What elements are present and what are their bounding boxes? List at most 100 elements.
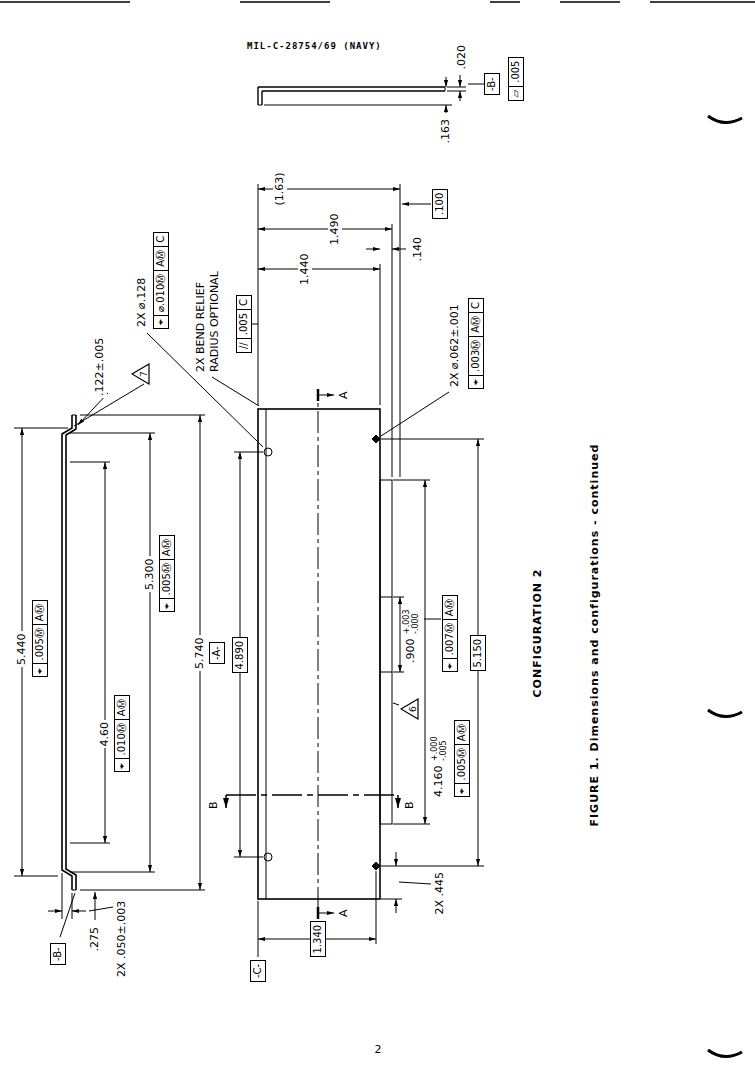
drawing-line [650,1,755,3]
frame-cell: 4.890 [233,638,247,673]
drawing-line [560,1,620,3]
feature-control-frame: ▱.005 [508,57,524,102]
drawing-line [490,1,520,3]
frame-cell: ⌖ [455,785,469,797]
part-outline [380,480,392,824]
drawing-line [392,249,406,250]
drawing-path [708,116,742,123]
drawing-line [366,249,380,250]
frame-cell: AⓂ [160,536,174,560]
frame-cell: ▱ [509,87,523,101]
drawing-line [234,857,263,858]
dimension-value: 2X .050±.003 [115,899,129,979]
dimension-value: .275 [88,925,102,954]
drawing-line [80,890,205,891]
drawing-line [318,913,334,914]
drawing-line [396,852,397,866]
drawing-line [72,890,76,891]
drawing-path [708,710,742,717]
drawing-line [212,377,259,406]
page-number: 2 [373,1043,384,1057]
hole-symbol [264,448,272,456]
section-letter: A [337,907,351,919]
frame-cell: .007Ⓜ [443,620,457,659]
figure-caption: FIGURE 1. Dimensions and configurations … [588,442,602,829]
spec-header: MIL-C-28754/69 (NAVY) [245,39,384,53]
drawing-line [72,415,76,416]
note-text: 2X BEND RELIEF RADIUS OPTIONAL [194,245,222,374]
drawing-line [318,395,334,396]
dimension-value: 1.490 [328,212,342,248]
drawing-line [258,901,259,957]
part-outline [258,409,380,899]
frame-cell: ⌀.010Ⓜ [154,271,168,316]
drawing-line [150,433,151,872]
frame-cell: 1.340 [311,922,325,957]
drawing-line [381,899,402,900]
drawing-line [266,409,267,899]
drawing-line [468,84,484,85]
frame-cell: AⓂ [33,601,47,625]
frame-cell: ⌖ [469,376,483,388]
drawing-line [399,882,431,884]
frame-cell: 5.150 [471,636,485,671]
drawing-line [460,75,461,87]
drawing-line [376,871,377,944]
tolerance: +.000 -.005 [430,730,448,762]
drawing-line [258,229,392,230]
section-letter: B [207,799,221,811]
frame-cell: ⌖ [115,760,129,772]
frame-cell: .005Ⓜ [33,625,47,664]
part-profile [62,415,72,890]
drawing-line [397,795,399,808]
frame-cell: .005Ⓜ [455,745,469,784]
frame-cell: C [154,233,168,247]
drawing-line [380,597,392,598]
drawing-g [0,2,755,1057]
drawing-line [393,703,399,705]
feature-control-frame: ⌖.007ⓂAⓂ [442,595,458,672]
frame-cell: .100 [433,190,447,218]
drawing-line [60,893,75,937]
drawing-line [262,90,445,91]
drawing-line [258,105,262,106]
drawing-path [372,435,380,443]
feature-control-frame: //.005C [236,295,252,353]
drawing-line [264,105,452,106]
tolerance: +.003 -.000 [402,603,420,635]
feature-control-frame: ⌖.005ⓂAⓂ [32,600,48,677]
dimension-value: 5.740 [193,636,207,672]
drawing-line [381,439,484,440]
datum-box: -A- [209,642,225,664]
drawing-line [257,87,258,105]
drawing-line [89,907,113,911]
dimension-value: 5.440 [15,632,29,668]
frame-cell: AⓂ [443,596,457,620]
drawing-line [400,597,401,672]
drawing-line [258,184,259,405]
drawing-line [14,876,58,877]
drawing-g [14,75,484,957]
hole-symbol [264,853,272,861]
basic-dimension-box: 5.150 [470,635,486,672]
drawing-line [446,77,447,87]
hole-callout: 2X ⌀.062±.001 [448,302,462,389]
flag-outline [401,699,418,719]
feature-control-frame: ⌖.003ⓂAⓂC [468,298,484,389]
drawing-line [95,892,96,920]
drawing-line [62,873,63,919]
frame-cell: ⌖ [154,316,168,328]
frame-cell: AⓂ [154,247,168,271]
frame-cell: -A- [210,643,224,663]
datum-box: -C- [250,960,266,982]
frame-cell: C [469,299,483,313]
frame-cell: ⌖ [443,660,457,672]
dimension-value: .163 [439,117,453,146]
drawing-line [80,415,205,416]
frame-cell: AⓂ [115,696,129,720]
drawing-line [381,392,449,436]
frame-cell: ⌖ [33,665,47,677]
frame-cell: AⓂ [455,721,469,745]
basic-dimension-box: .100 [432,189,448,219]
drawing-line [48,911,62,912]
